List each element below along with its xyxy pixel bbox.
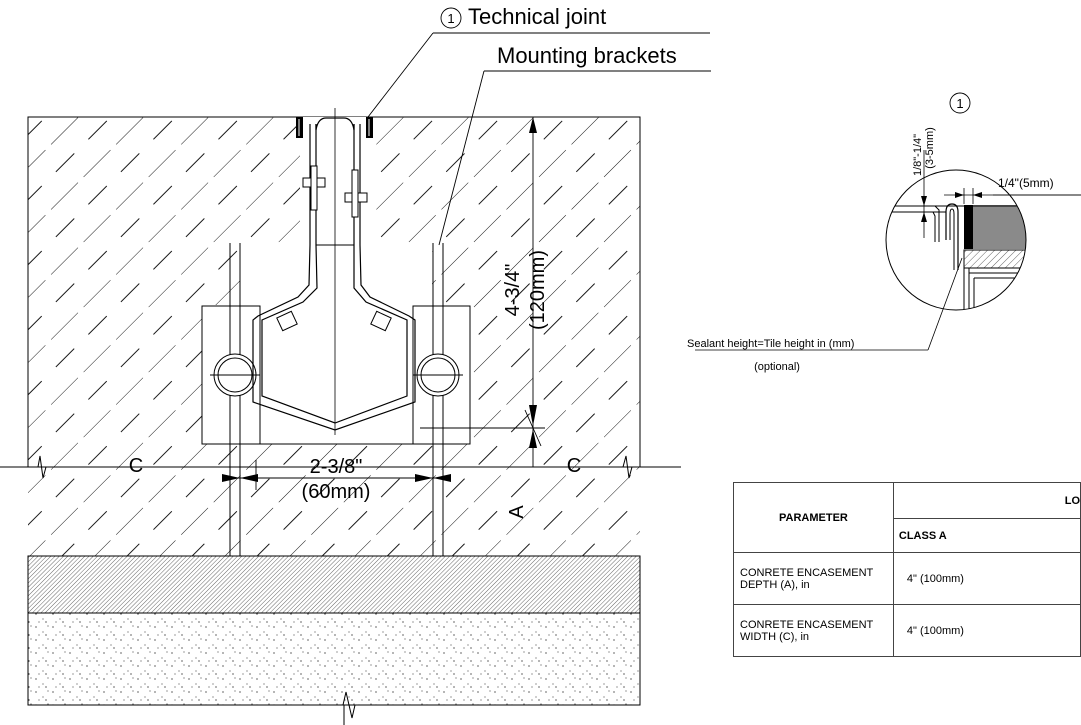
table-row: CONRETE ENCASEMENT WIDTH (C), in 4" (100… [733, 604, 1081, 657]
sealant-label: Sealant height=Tile height in (mm) [687, 338, 854, 350]
row-width-value: 4" (100mm) [892, 604, 1081, 657]
row-width-parameter: CONRETE ENCASEMENT WIDTH (C), in [733, 604, 894, 657]
technical-joint-callout-circle [440, 7, 462, 29]
technical-joint-label: Technical joint [468, 4, 606, 29]
width-mm-label: (60mm) [302, 481, 371, 503]
detail-tile [973, 205, 1026, 249]
height-mm-label: (120mm) [527, 250, 549, 330]
detail-num: 1 [956, 96, 963, 111]
gap-in-label: 1/8"-1/4" [912, 134, 924, 176]
left-nut [210, 353, 260, 397]
main-section [0, 32, 711, 725]
a-label: A [506, 505, 528, 519]
detail-callout-circle [949, 92, 971, 114]
row-depth-value: 4" (100mm) [892, 552, 1081, 605]
height-in-label: 4-3/4" [502, 264, 524, 317]
detail-circle-outline [885, 169, 1027, 311]
detail-view: 1 [687, 92, 1081, 373]
parameter-table-wrap: PARAMETER LO CLASS A CONRETE ENCASEMENT … [733, 482, 1081, 682]
sand-layer [27, 612, 641, 706]
c-left-label: C [129, 455, 143, 477]
optional-label: (optional) [754, 361, 800, 373]
main-labels: 1 Technical joint Mounting brackets 4-3/… [129, 4, 677, 519]
c-right-label: C [567, 455, 581, 477]
detail-sealant [964, 205, 973, 249]
label-leaders [367, 32, 711, 246]
width-in-label: 2-3/8" [310, 456, 363, 478]
parameter-table: PARAMETER LO CLASS A CONRETE ENCASEMENT … [733, 482, 1081, 657]
break-line-c [0, 455, 681, 479]
mounting-rods [229, 243, 444, 556]
gap-mm-label: (3-5mm) [924, 127, 936, 169]
encasement-concrete [28, 467, 640, 556]
row-depth-parameter: CONRETE ENCASEMENT DEPTH (A), in [733, 552, 894, 605]
detail-hatch [963, 249, 1026, 269]
clamp-bolts [276, 165, 392, 332]
edge-label: 1/4"(5mm) [998, 176, 1054, 190]
channel-cutout [202, 117, 470, 444]
header-group: LO [892, 482, 1081, 519]
bottom-break [335, 691, 362, 719]
table-row: CONRETE ENCASEMENT DEPTH (A), in 4" (100… [733, 552, 1081, 605]
gravel-layer [27, 555, 641, 614]
right-nut [413, 353, 463, 397]
technical-joint-num: 1 [447, 11, 454, 26]
header-class-a: CLASS A [892, 518, 1081, 553]
header-parameter: PARAMETER [733, 482, 894, 553]
mounting-brackets-label: Mounting brackets [497, 43, 677, 68]
